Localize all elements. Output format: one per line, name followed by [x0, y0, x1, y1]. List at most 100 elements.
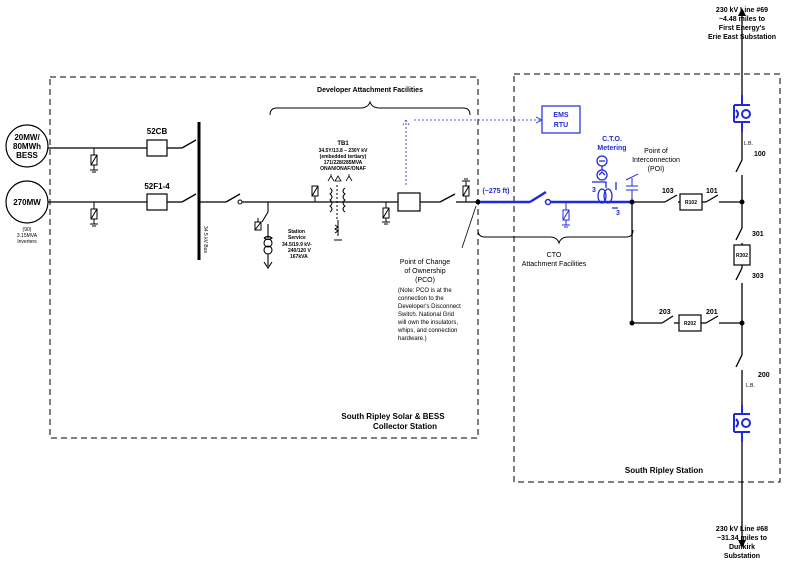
pco-node [475, 199, 481, 205]
breaker-52f1 [146, 193, 168, 211]
breaker-r302 [733, 244, 751, 266]
breaker-52cb [146, 139, 168, 157]
svg-text:171/228/285MVA: 171/228/285MVA [324, 160, 363, 166]
poi-line1: Point of [644, 148, 668, 155]
solar-source: 270MW (90) 3.15MVA Inverters [5, 180, 49, 245]
switch-100: 100 [754, 151, 766, 158]
switch-301: 301 [752, 231, 764, 238]
rtu-label: RTU [554, 122, 568, 129]
switch-201: 201 [706, 309, 718, 316]
ems-link [402, 119, 542, 185]
transformer-winding-symbols [327, 174, 353, 182]
feeder-lines [48, 139, 197, 203]
pco-pointer [461, 205, 477, 249]
surge-arrester [90, 202, 98, 227]
ct-right-number: 3 [616, 210, 620, 217]
svg-text:Developer's Disconnect: Developer's Disconnect [398, 304, 461, 310]
svg-text:hardware.): hardware.) [398, 336, 427, 342]
cct-box [397, 192, 421, 212]
distance-label: (~275 ft) [482, 188, 509, 195]
svg-text:connection to the: connection to the [398, 296, 444, 302]
line-trap-bottom [733, 405, 751, 442]
line68-arrow [738, 540, 746, 548]
lb-top: L.B. [744, 141, 753, 147]
line69-label: 230 kV Line #69 ~4.48 miles to First Ene… [708, 7, 776, 41]
bess-label-1: 20MW/ [14, 133, 40, 142]
bus-label: 34.5 kV Bus [202, 226, 208, 253]
south-ripley-station-label: South Ripley Station [625, 466, 703, 475]
station-service-arrester [254, 218, 262, 231]
bess-label-2: 80MWh [13, 142, 41, 151]
ct-left-number: 3 [592, 187, 596, 194]
inverter-label: Inverters [17, 239, 37, 245]
poi-line3: (POI) [648, 166, 665, 173]
pco-note: (Note: PCO is at the connection to the D… [397, 288, 461, 342]
station-service-label: Station Service 34.5/19.9 kV- 240/120 V … [282, 229, 312, 260]
developer-facilities-bracket [269, 100, 471, 116]
cto-facilities-bracket [477, 229, 634, 245]
ems-label: EMS [553, 112, 569, 119]
svg-text:(embedded tertiary): (embedded tertiary) [320, 154, 367, 160]
cto-metering-title: C.T.O. [602, 136, 622, 143]
collector-station-boundary [49, 76, 479, 439]
breaker-r302-label: R302 [736, 253, 748, 259]
bess-label-3: BESS [16, 151, 38, 160]
svg-text:~4.48 miles to: ~4.48 miles to [719, 16, 765, 23]
ems-rtu-box [541, 105, 581, 134]
svg-text:230 kV Line #69: 230 kV Line #69 [716, 7, 768, 14]
switch-101: 101 [706, 188, 718, 195]
cto-arrester [562, 202, 570, 228]
switch-303: 303 [752, 273, 764, 280]
tb1-id: TB1 [337, 141, 349, 147]
collector-station-line1: South Ripley Solar & BESS [341, 412, 445, 421]
svg-text:34.5/19.9 kV-: 34.5/19.9 kV- [282, 242, 312, 248]
pco-line2: of Ownership [404, 268, 445, 275]
svg-text:(Note: PCO is at the: (Note: PCO is at the [398, 288, 452, 294]
svg-text:167kVA: 167kVA [290, 254, 308, 260]
switch-103: 103 [662, 188, 674, 195]
svg-text:34.5Y/13.8 – 230Y kV: 34.5Y/13.8 – 230Y kV [319, 148, 369, 154]
svg-text:Service: Service [288, 235, 306, 241]
cto-facilities-line1: CTO [547, 252, 562, 259]
tb1-label: TB1 34.5Y/13.8 – 230Y kV (embedded terti… [319, 141, 369, 172]
poi-cvt [625, 173, 639, 202]
cto-line [480, 190, 632, 204]
ring-bus-lines [631, 10, 743, 545]
inverter-count: (90) [23, 227, 32, 233]
breaker-52f1-label: 52F1-4 [144, 182, 170, 191]
surge-arrester [311, 185, 319, 202]
poi-line2: Interconnection [632, 157, 680, 164]
svg-text:Station: Station [288, 229, 305, 235]
bess-source: 20MW/ 80MWh BESS [5, 124, 49, 168]
svg-text:Substation: Substation [724, 553, 760, 560]
line68-label: 230 kV Line #68 ~31.34 miles to Dunkirk … [716, 526, 768, 560]
svg-text:Dunkirk: Dunkirk [729, 544, 755, 551]
surge-arrester [382, 202, 390, 225]
breaker-52cb-label: 52CB [147, 127, 168, 136]
svg-text:ONAN/ONAF/ONAF: ONAN/ONAF/ONAF [320, 166, 366, 172]
pco-line1: Point of Change [400, 259, 450, 266]
svg-text:~31.34 miles to: ~31.34 miles to [717, 535, 767, 542]
cto-metering-subtitle: Metering [597, 145, 626, 152]
line-trap-top [733, 95, 751, 132]
south-ripley-station-boundary [513, 73, 781, 483]
svg-text:240/120 V: 240/120 V [288, 248, 311, 254]
svg-text:First Energy's: First Energy's [719, 25, 766, 32]
breaker-r202 [678, 314, 702, 332]
svg-text:230 kV Line #68: 230 kV Line #68 [716, 526, 768, 533]
surge-arrester [462, 178, 470, 202]
solar-label: 270MW [13, 198, 41, 207]
switch-200: 200 [758, 372, 770, 379]
pco-line3: (PCO) [415, 277, 435, 284]
lb-bottom: L.B. [746, 383, 755, 389]
svg-text:whips, and connection: whips, and connection [397, 328, 457, 334]
svg-text:will own the insulators,: will own the insulators, [397, 320, 458, 326]
switch-203: 203 [659, 309, 671, 316]
svg-text:Switch. National Grid: Switch. National Grid [398, 312, 454, 318]
breaker-r102 [679, 193, 703, 211]
collector-station-line2: Collector Station [373, 422, 437, 431]
developer-facilities-label: Developer Attachment Facilities [317, 87, 423, 94]
station-service-branch [261, 202, 273, 269]
cto-facilities-line2: Attachment Facilities [522, 261, 587, 268]
